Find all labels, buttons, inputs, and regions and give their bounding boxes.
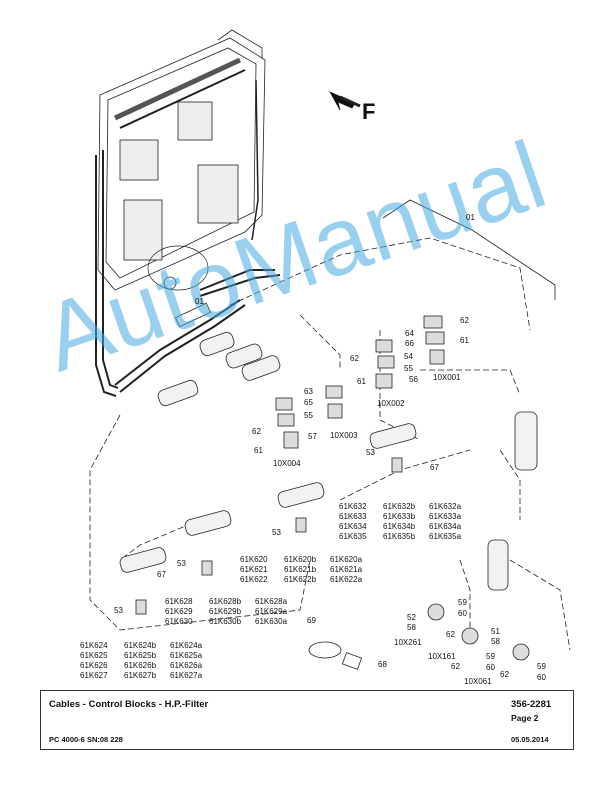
callout-59: 59 (458, 598, 467, 607)
callout-01: 01 (195, 297, 204, 306)
model-serial: PC 4000-6 SN:08 228 (49, 735, 123, 744)
callout-60: 60 (537, 673, 546, 682)
callout-01: 01 (466, 213, 475, 222)
callout-55: 55 (304, 411, 313, 420)
sensor-housings (119, 331, 538, 591)
callout-62: 62 (451, 662, 460, 671)
callout-53: 53 (114, 606, 123, 615)
callout-53: 53 (366, 448, 375, 457)
connector-10X261: 10X261 (394, 638, 422, 647)
callout-69: 69 (307, 616, 316, 625)
callout-61: 61 (357, 377, 366, 386)
callout-62: 62 (252, 427, 261, 436)
connector-10X003: 10X003 (330, 431, 358, 440)
page-number: Page 2 (511, 713, 539, 723)
callout-57: 57 (308, 432, 317, 441)
callout-65: 65 (304, 398, 313, 407)
callout-53: 53 (177, 559, 186, 568)
callout-62: 62 (500, 670, 509, 679)
connector-10X061: 10X061 (464, 677, 492, 686)
callout-58: 58 (407, 623, 416, 632)
callout-61: 61 (460, 336, 469, 345)
direction-letter: F (362, 99, 376, 124)
connector-10X004: 10X004 (273, 459, 301, 468)
title-block: Cables - Control Blocks - H.P.-Filter 35… (40, 690, 574, 750)
connector-blocks (135, 315, 530, 661)
callout-64: 64 (405, 329, 414, 338)
callout-59: 59 (537, 662, 546, 671)
control-cabinet-illustration (95, 29, 281, 397)
callout-63: 63 (304, 387, 313, 396)
callout-56: 56 (409, 375, 418, 384)
callout-62: 62 (460, 316, 469, 325)
callout-51: 51 (491, 627, 500, 636)
connector-10X002: 10X002 (377, 399, 405, 408)
callout-60: 60 (458, 609, 467, 618)
page-title: Cables - Control Blocks - H.P.-Filter (49, 699, 209, 710)
callout-53: 53 (272, 528, 281, 537)
callout-54: 54 (404, 352, 413, 361)
connector-10X001: 10X001 (433, 373, 461, 382)
callout-60: 60 (486, 663, 495, 672)
callout-52: 52 (407, 613, 416, 622)
cable-tie (308, 641, 342, 659)
callout-67: 67 (157, 570, 166, 579)
issue-date: 05.05.2014 (511, 735, 549, 744)
callout-68: 68 (378, 660, 387, 669)
plate (341, 652, 363, 670)
callout-66: 66 (405, 339, 414, 348)
callout-62: 62 (350, 354, 359, 363)
callout-59: 59 (486, 652, 495, 661)
callout-55: 55 (404, 364, 413, 373)
exploded-parts-drawing (89, 29, 571, 670)
callout-67: 67 (430, 463, 439, 472)
connector-10X161: 10X161 (428, 652, 456, 661)
callout-62: 62 (446, 630, 455, 639)
callout-58: 58 (491, 637, 500, 646)
callout-61: 61 (254, 446, 263, 455)
document-number: 356-2281 (511, 699, 552, 710)
